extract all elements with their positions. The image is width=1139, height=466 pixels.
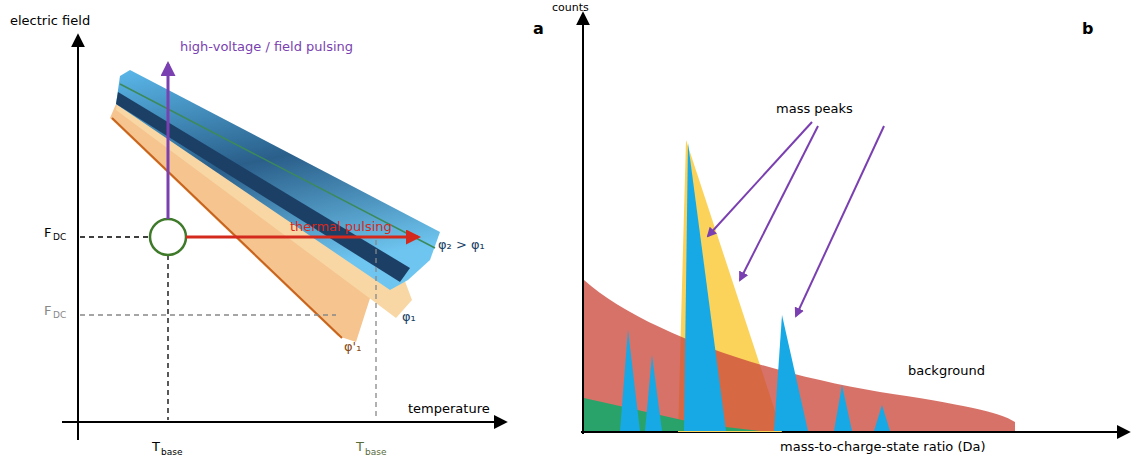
tbase-guide: [167, 255, 168, 420]
green-area: [584, 398, 760, 431]
pulse-label: high-voltage / field pulsing: [180, 40, 353, 54]
thermal-pulse-arrow: [186, 236, 418, 239]
field-pulse-arrow: [167, 64, 170, 219]
panel-letter: b: [1082, 20, 1093, 38]
temperature-symbol: T: [356, 440, 364, 454]
temperature-subscript: base: [365, 448, 386, 458]
band-core: [116, 92, 410, 282]
callout-label: background: [908, 364, 985, 378]
x-axis: [62, 421, 505, 423]
operating-point: [150, 219, 186, 255]
y-axis: [77, 36, 79, 440]
field-subscript: DC: [53, 233, 66, 243]
field-symbol: F: [44, 226, 51, 240]
panel-letter: a: [533, 20, 544, 38]
temperature-subscript: base: [161, 448, 182, 458]
axis-title: temperature: [408, 402, 490, 416]
fdc-guide: [80, 236, 150, 237]
work-function-label: φ₁: [402, 310, 416, 324]
background-area: [584, 280, 1015, 431]
axis-title: mass-to-charge-state ratio (Da): [780, 440, 986, 454]
temperature-symbol: T: [152, 440, 160, 454]
y-axis: [582, 14, 584, 434]
pulse-label: thermal pulsing: [290, 220, 392, 234]
callout-label: mass peaks: [776, 102, 853, 116]
band-phi2: [116, 70, 440, 290]
x-axis: [581, 431, 1128, 433]
field-subscript: DC: [53, 311, 66, 321]
tbase-guide-2: [375, 240, 376, 420]
axis-title: electric field: [10, 14, 90, 28]
field-symbol: F: [44, 304, 51, 318]
work-function-label: φ'₁: [344, 340, 361, 354]
axis-title: counts: [552, 2, 589, 14]
fdc-guide-2: [80, 314, 336, 315]
peak-leaders: [708, 122, 884, 316]
work-function-label: φ₂ > φ₁: [438, 238, 485, 252]
blue-peaks: [620, 143, 890, 431]
